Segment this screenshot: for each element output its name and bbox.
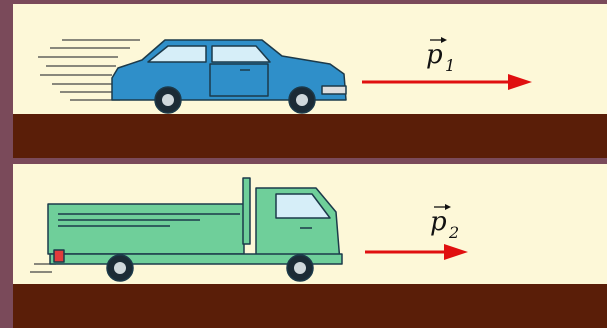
- label-p1: p 1: [426, 37, 455, 75]
- panel-bottom-ground: [13, 284, 607, 328]
- car-bumper: [321, 85, 347, 95]
- car: [111, 39, 347, 114]
- label-p1-vector-arrow: [430, 37, 447, 43]
- car-front-window: [211, 45, 271, 63]
- label-p1-subscript: 1: [445, 56, 455, 75]
- momentum-arrow-p2: [365, 244, 468, 260]
- car-rear-window: [147, 45, 207, 63]
- truck-exhaust-stack: [242, 177, 251, 245]
- momentum-arrow-p1: [362, 74, 532, 90]
- label-p2-symbol: p: [430, 207, 447, 237]
- label-p1-symbol: p: [426, 40, 443, 70]
- label-p2: p 2: [430, 204, 459, 242]
- panel-divider: [0, 158, 607, 164]
- panel-top-ground: [13, 114, 607, 158]
- panel-bottom: p 2: [13, 164, 607, 328]
- car-front-door: [209, 63, 269, 97]
- truck-window: [275, 193, 331, 219]
- truck-tail-light: [53, 249, 65, 263]
- label-p2-vector-arrow: [434, 204, 451, 210]
- truck-chassis: [49, 253, 343, 265]
- truck-cargo-bed: [47, 203, 245, 255]
- label-p2-subscript: 2: [448, 223, 459, 242]
- truck: [47, 177, 343, 282]
- panel-top: p 1: [13, 4, 607, 158]
